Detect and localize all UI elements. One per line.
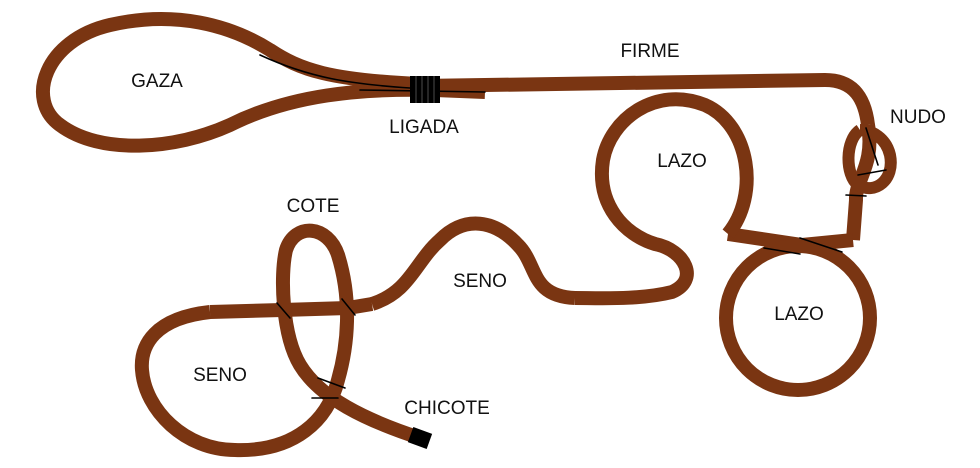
seam-cote-3	[317, 377, 346, 389]
rope-loop-lazo-upper	[574, 92, 754, 306]
label-seno-middle: SENO	[453, 271, 507, 292]
binding-chicote-end	[407, 427, 433, 449]
binding-ligada	[410, 76, 440, 103]
label-firme: FIRME	[620, 41, 679, 62]
label-gaza: GAZA	[131, 71, 183, 92]
seam-link-1	[763, 247, 801, 255]
rope-bight-seno-middle	[369, 216, 576, 311]
seam-cote-2	[341, 298, 356, 316]
label-lazo-lower: LAZO	[774, 304, 824, 325]
rope-half-hitch-cote	[134, 223, 423, 458]
seam-eye-bottom	[259, 54, 411, 89]
rope-standing-part-firme	[419, 73, 875, 127]
label-nudo: NUDO	[890, 107, 946, 128]
seam-knot-3	[845, 194, 867, 197]
seam-link-2	[799, 237, 843, 253]
rope-crossing-bar	[209, 297, 374, 319]
label-chicote: CHICOTE	[404, 398, 490, 419]
label-cote: COTE	[287, 196, 340, 217]
label-lazo-upper: LAZO	[657, 151, 707, 172]
label-ligada: LIGADA	[389, 117, 459, 138]
rope-eye-gaza	[36, 12, 486, 153]
rope-loop-lazo-lower	[719, 239, 877, 397]
seam-knot-1	[865, 127, 879, 166]
seam-knot-2	[857, 169, 887, 176]
label-seno-left: SENO	[193, 365, 247, 386]
binding-ligada-marks	[415, 76, 435, 103]
seam-cote-1	[276, 302, 291, 319]
rope-knot-nudo-wrap	[842, 124, 897, 195]
